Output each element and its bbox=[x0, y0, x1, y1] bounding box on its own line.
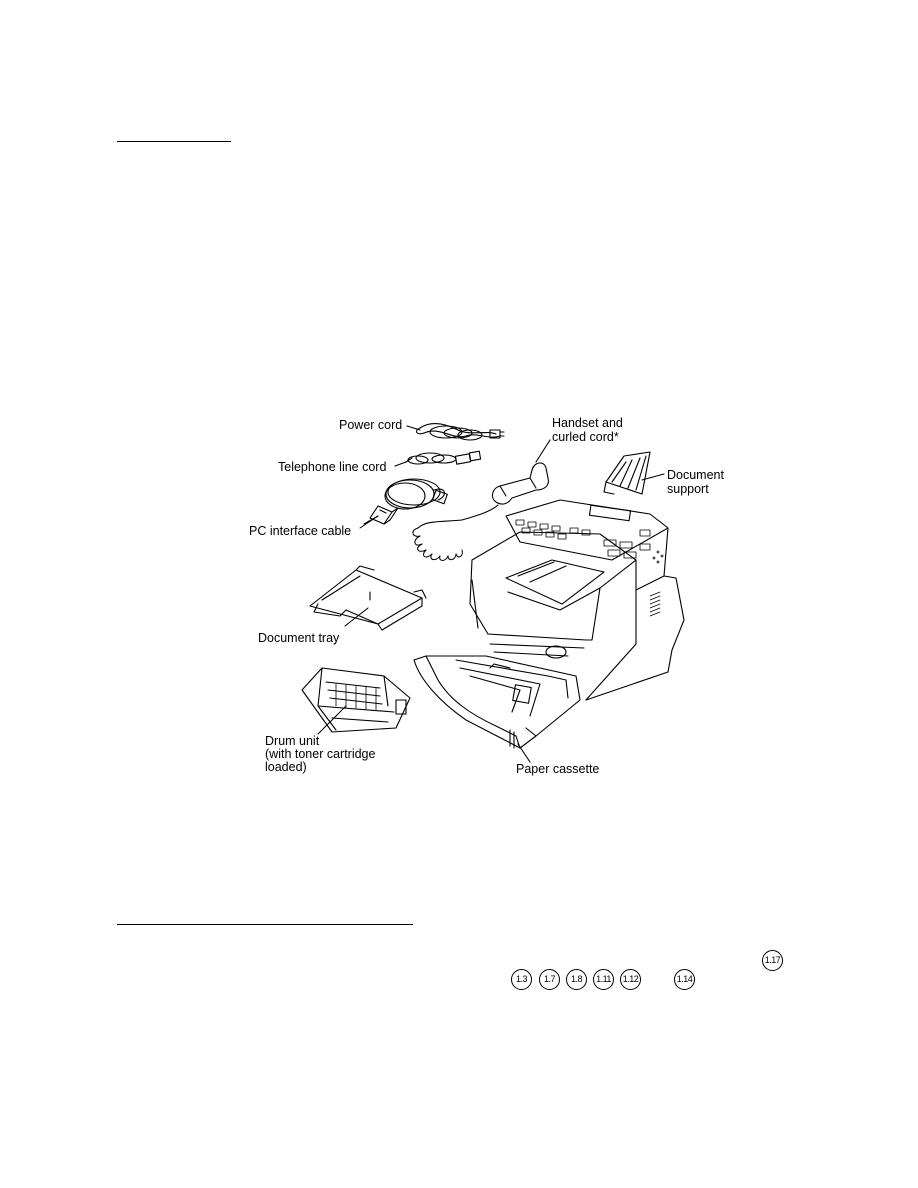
page-ref-circle[interactable]: 1.8 bbox=[566, 969, 587, 990]
handset-illustration bbox=[412, 439, 551, 561]
label-drum-unit-line3: loaded) bbox=[265, 760, 307, 774]
page-ref-circle[interactable]: 1.11 bbox=[593, 969, 614, 990]
label-document-support-line2: support bbox=[667, 482, 709, 496]
drum-unit-illustration bbox=[301, 667, 411, 735]
label-document-support-line1: Document bbox=[667, 468, 724, 482]
power-cord-illustration bbox=[406, 422, 505, 441]
label-drum-unit-line1: Drum unit bbox=[265, 734, 320, 748]
label-telephone-line-cord: Telephone line cord bbox=[278, 460, 387, 474]
label-drum-unit-line2: (with toner cartridge bbox=[265, 747, 376, 761]
leader-lines bbox=[359, 515, 379, 529]
label-handset-line1: Handset and bbox=[552, 416, 623, 430]
page-ref-circle[interactable]: 1.14 bbox=[674, 969, 695, 990]
document-tray-illustration bbox=[309, 565, 427, 631]
fax-machine-body bbox=[469, 499, 685, 701]
page-ref-circle[interactable]: 1.3 bbox=[511, 969, 532, 990]
page-ref-circle[interactable]: 1.12 bbox=[620, 969, 641, 990]
label-paper-cassette: Paper cassette bbox=[516, 762, 600, 776]
label-document-tray: Document tray bbox=[258, 631, 340, 645]
label-power-cord: Power cord bbox=[339, 418, 403, 432]
label-handset-line2: curled cord* bbox=[552, 430, 619, 444]
telephone-line-cord-illustration bbox=[394, 450, 482, 467]
page-ref-circle[interactable]: 1.7 bbox=[539, 969, 560, 990]
section-heading-rule-bottom bbox=[117, 924, 413, 925]
document-support-illustration bbox=[603, 451, 665, 495]
paper-cassette-illustration bbox=[413, 655, 581, 763]
page-ref-circle-top[interactable]: 1.17 bbox=[762, 950, 783, 971]
pc-interface-cable-illustration bbox=[363, 478, 448, 525]
section-heading-rule-top bbox=[117, 141, 231, 142]
label-pc-interface-cable: PC interface cable bbox=[249, 524, 352, 538]
